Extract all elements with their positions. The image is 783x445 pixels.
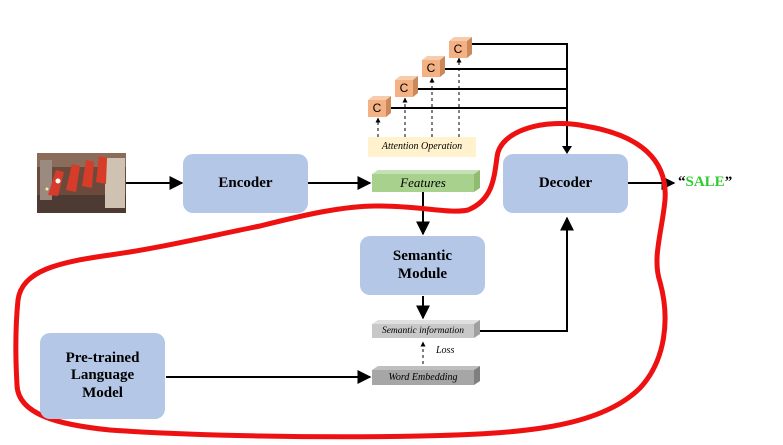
language-model-box: Pre-trained Language Model <box>40 333 165 419</box>
output-open-quote: “ <box>678 174 686 190</box>
context-cube-2 <box>395 76 418 97</box>
language-model-label-line2: Language <box>70 367 135 384</box>
decoder-label: Decoder <box>538 174 593 191</box>
context-cube-1 <box>368 96 391 117</box>
context-cube-label-4: C <box>453 42 463 56</box>
semantic-module-label-line2: Module <box>397 265 448 282</box>
language-model-label-line3: Model <box>82 384 123 401</box>
input-image <box>37 153 126 213</box>
attention-operation-label: Attention Operation <box>381 141 463 152</box>
attention-bar-shape <box>368 137 476 157</box>
context-cube-label-1: C <box>372 101 382 115</box>
context-cube-3 <box>422 56 445 77</box>
decoder-box: Decoder <box>503 154 628 213</box>
output-close-quote: ” <box>724 174 733 190</box>
semantic-module-box: Semantic Module <box>360 236 485 295</box>
loss-label: Loss <box>436 345 455 356</box>
red-annotation-outline <box>13 121 668 440</box>
encoder-label: Encoder <box>218 174 273 191</box>
semantic-information-bar-shape <box>372 320 480 338</box>
semantic-information-label: Semantic information <box>381 326 465 336</box>
language-model-label-line1: Pre-trained <box>65 350 140 367</box>
features-label: Features <box>400 175 446 190</box>
context-cube-label-2: C <box>399 81 409 95</box>
encoder-box: Encoder <box>183 154 308 213</box>
semantic-module-label-line1: Semantic <box>392 248 453 265</box>
context-cube-4 <box>449 37 472 58</box>
word-embedding-label: Word Embedding <box>388 372 458 383</box>
context-cube-label-3: C <box>426 61 436 75</box>
output-word: SALE <box>685 174 725 190</box>
features-bar-shape <box>372 170 480 192</box>
output-prediction: “SALE” <box>678 174 732 191</box>
context-cubes <box>368 37 472 117</box>
word-embedding-bar-shape <box>372 366 480 385</box>
